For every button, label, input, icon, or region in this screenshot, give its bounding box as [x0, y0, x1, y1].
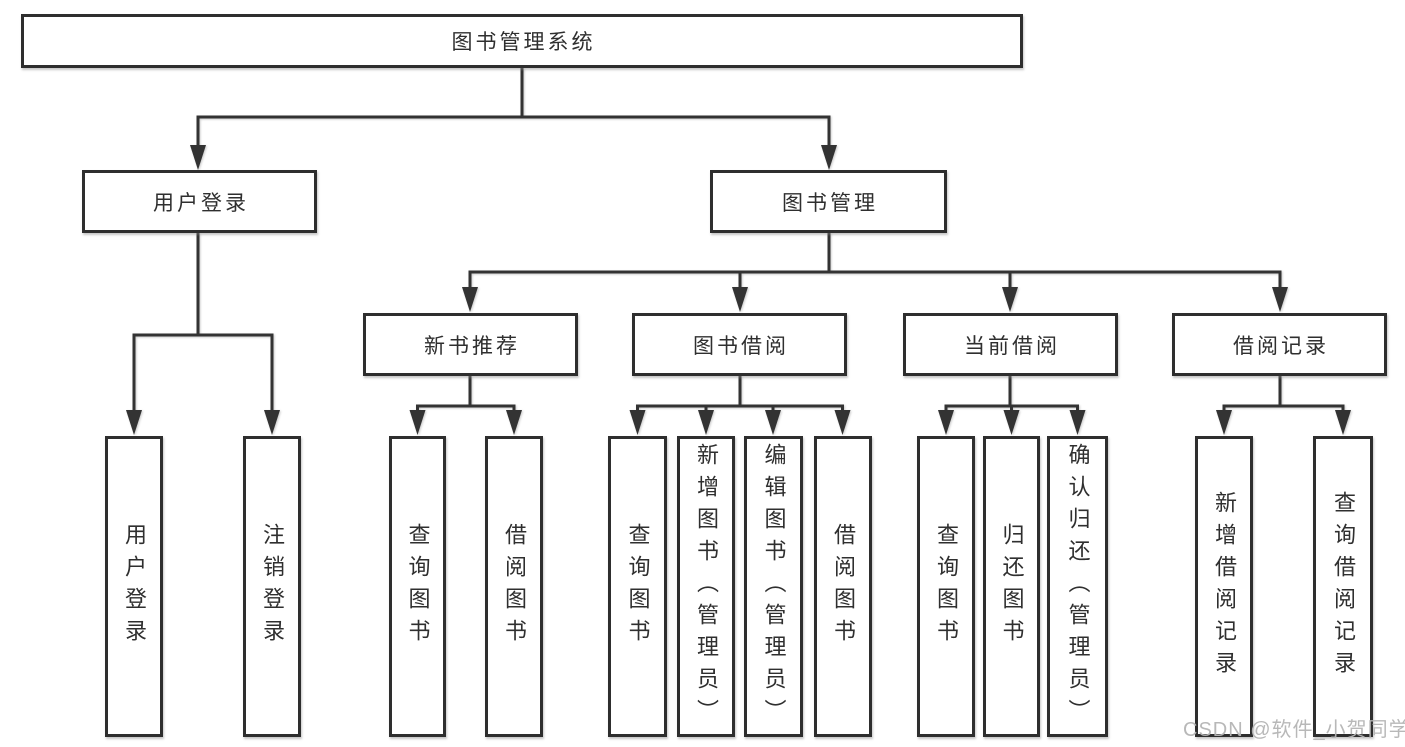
leaf-return-book-label: 归还图书: [999, 522, 1025, 651]
leaf-return-book: 归还图书: [983, 436, 1040, 737]
leaf-add-book-admin: 新增图书（管理员）: [677, 436, 735, 737]
arrowheads: [126, 145, 1351, 435]
leaf-query-book-borrow: 查询图书: [608, 436, 667, 737]
leaf-query-book-recommend: 查询图书: [389, 436, 446, 737]
leaf-query-book-current: 查询图书: [917, 436, 975, 737]
node-borrow-records: 借阅记录: [1172, 313, 1387, 376]
leaf-edit-book-admin-label: 编辑图书（管理员）: [761, 442, 787, 731]
leaf-add-borrow-record-label: 新增借阅记录: [1212, 490, 1237, 683]
leaf-confirm-return-admin: 确认归还（管理员）: [1047, 436, 1108, 737]
leaf-query-borrow-record: 查询借阅记录: [1313, 436, 1373, 737]
leaf-logout: 注销登录: [243, 436, 301, 737]
leaf-add-borrow-record: 新增借阅记录: [1195, 436, 1253, 737]
leaf-borrow-book-label: 借阅图书: [831, 522, 856, 651]
leaf-edit-book-admin: 编辑图书（管理员）: [744, 436, 803, 737]
leaf-query-book-recommend-label: 查询图书: [405, 522, 431, 651]
node-new-book-recommend: 新书推荐: [363, 313, 578, 376]
node-current-borrow: 当前借阅: [903, 313, 1118, 376]
node-book-borrow: 图书借阅: [632, 313, 847, 376]
leaf-borrow-book-recommend: 借阅图书: [485, 436, 543, 737]
leaf-query-book-current-label: 查询图书: [934, 522, 959, 651]
leaf-logout-label: 注销登录: [260, 522, 285, 651]
leaf-confirm-return-admin-label: 确认归还（管理员）: [1065, 442, 1091, 731]
leaf-query-book-borrow-label: 查询图书: [625, 522, 651, 651]
csdn-watermark: CSDN @软件_小贺同学: [1183, 719, 1405, 741]
node-user-login: 用户登录: [82, 170, 317, 233]
leaf-query-borrow-record-label: 查询借阅记录: [1331, 490, 1356, 683]
leaf-user-login-label: 用户登录: [122, 522, 147, 651]
leaf-borrow-book-recommend-label: 借阅图书: [502, 522, 527, 651]
leaf-add-book-admin-label: 新增图书（管理员）: [694, 442, 719, 731]
node-library-system: 图书管理系统: [21, 14, 1023, 68]
leaf-borrow-book: 借阅图书: [814, 436, 872, 737]
node-book-management: 图书管理: [710, 170, 947, 233]
leaf-user-login: 用户登录: [105, 436, 163, 737]
